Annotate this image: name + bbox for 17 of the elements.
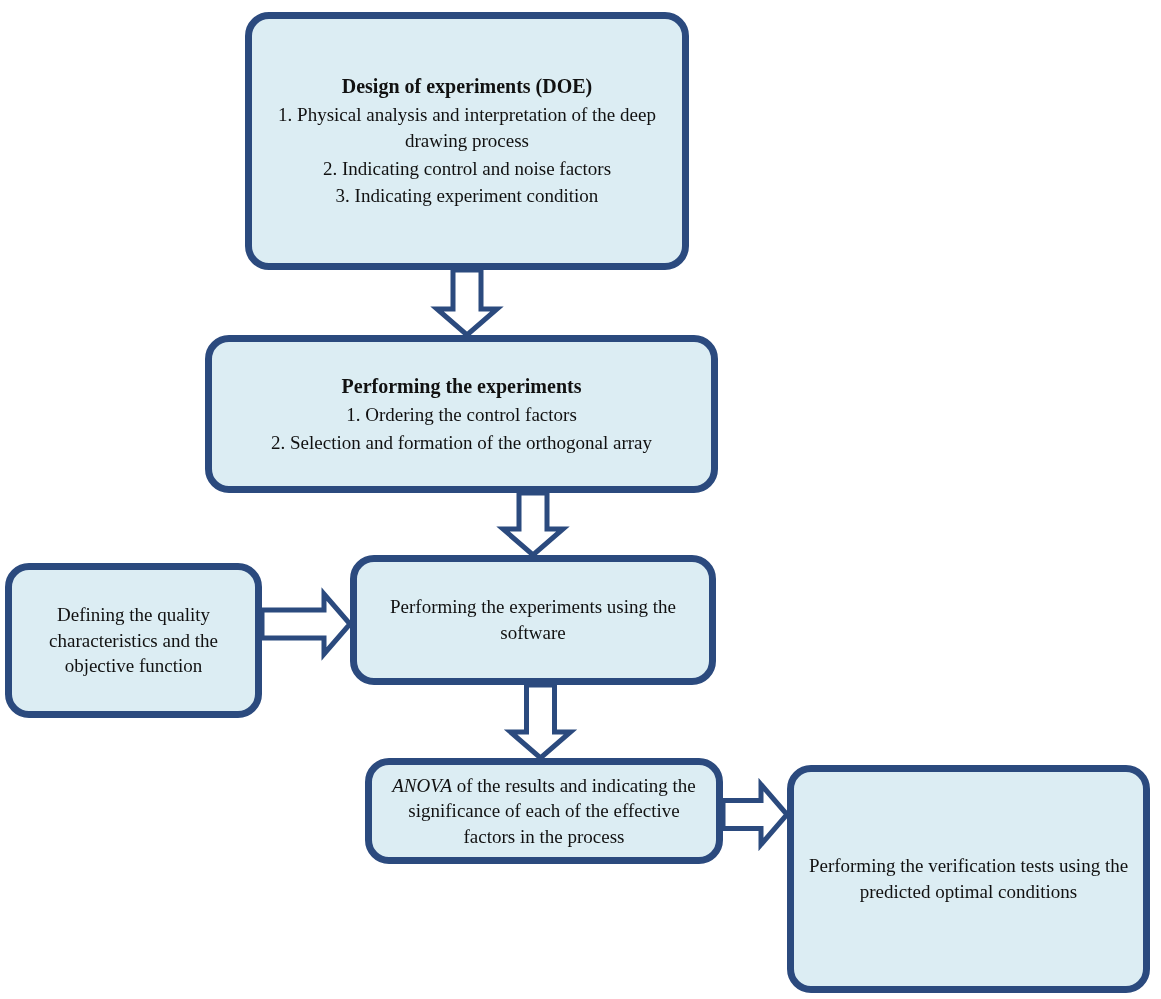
box-text: Performing the experiments using the software [389,595,677,645]
box-text: 1. Ordering the control factors [346,402,577,427]
process-box [245,12,689,270]
process-box [787,765,1150,993]
process-box [205,335,718,493]
process-box [365,758,723,864]
box-text: 2. Selection and formation of the orthogonal array [271,430,652,455]
box-text: ANOVA of the results and indicating the significance of each of the effective factors in the process [390,773,697,849]
box-text: 2. Indicating control and noise factors [322,156,612,181]
box-text: Performing the verification tests using the predicted optimal conditions [808,854,1129,904]
process-box [5,563,262,718]
process-box [350,555,716,685]
box-heading: Design of experiments (DOE) [341,74,593,100]
box-text: 3. Indicating experiment condition [335,184,599,209]
box-text: 1. Physical analysis and interpretation of the deep drawing process [277,103,657,153]
box-heading: Performing the experiments [341,373,582,400]
box-text: Defining the quality characteristics and the objective function [48,603,219,679]
